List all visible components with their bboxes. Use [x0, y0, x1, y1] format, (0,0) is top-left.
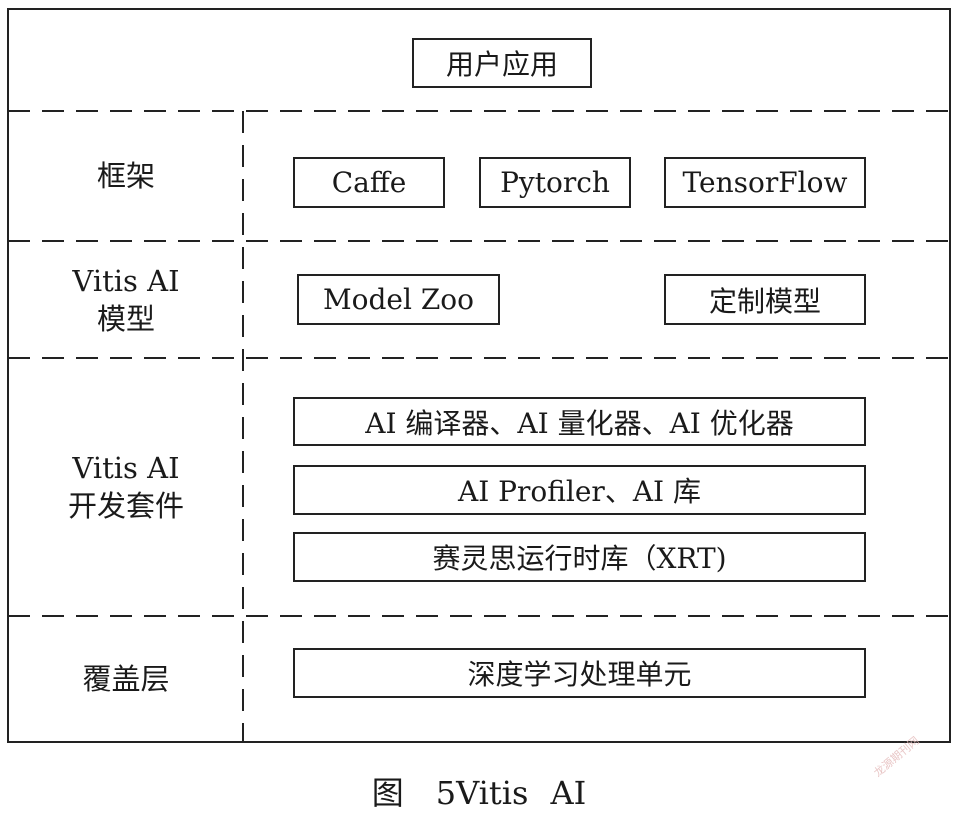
dev-kit-label-line1: Vitis AI [72, 451, 180, 485]
model-zoo-box: Model Zoo [297, 274, 500, 325]
pytorch-box: Pytorch [479, 157, 631, 208]
model-label-line2: 模型 [96, 301, 155, 336]
dpu-box: 深度学习处理单元 [293, 648, 866, 698]
xrt-runtime-box: 赛灵思运行时库（XRT) [293, 532, 866, 582]
dev-kit-label-line2: 开发套件 [67, 489, 184, 523]
profiler-library-box: AI Profiler、AI 库 [293, 465, 866, 515]
framework-layer-label: 框架 [8, 111, 244, 241]
model-label-line1: Vitis AI [72, 263, 180, 298]
tensorflow-box: TensorFlow [664, 157, 866, 208]
overlay-label-text: 覆盖层 [82, 662, 170, 696]
dev-kit-layer-label: Vitis AI 开发套件 [8, 358, 244, 616]
framework-label-text: 框架 [96, 159, 155, 193]
caffe-box: Caffe [293, 157, 445, 208]
overlay-layer-label: 覆盖层 [8, 616, 244, 742]
outer-border [7, 8, 951, 743]
compiler-quantizer-optimizer-box: AI 编译器、AI 量化器、AI 优化器 [293, 397, 866, 446]
figure-caption: 图 5Vitis AI [371, 774, 587, 812]
user-application-box: 用户应用 [412, 38, 592, 88]
custom-model-box: 定制模型 [664, 274, 866, 325]
model-layer-label: Vitis AI 模型 [8, 241, 244, 358]
